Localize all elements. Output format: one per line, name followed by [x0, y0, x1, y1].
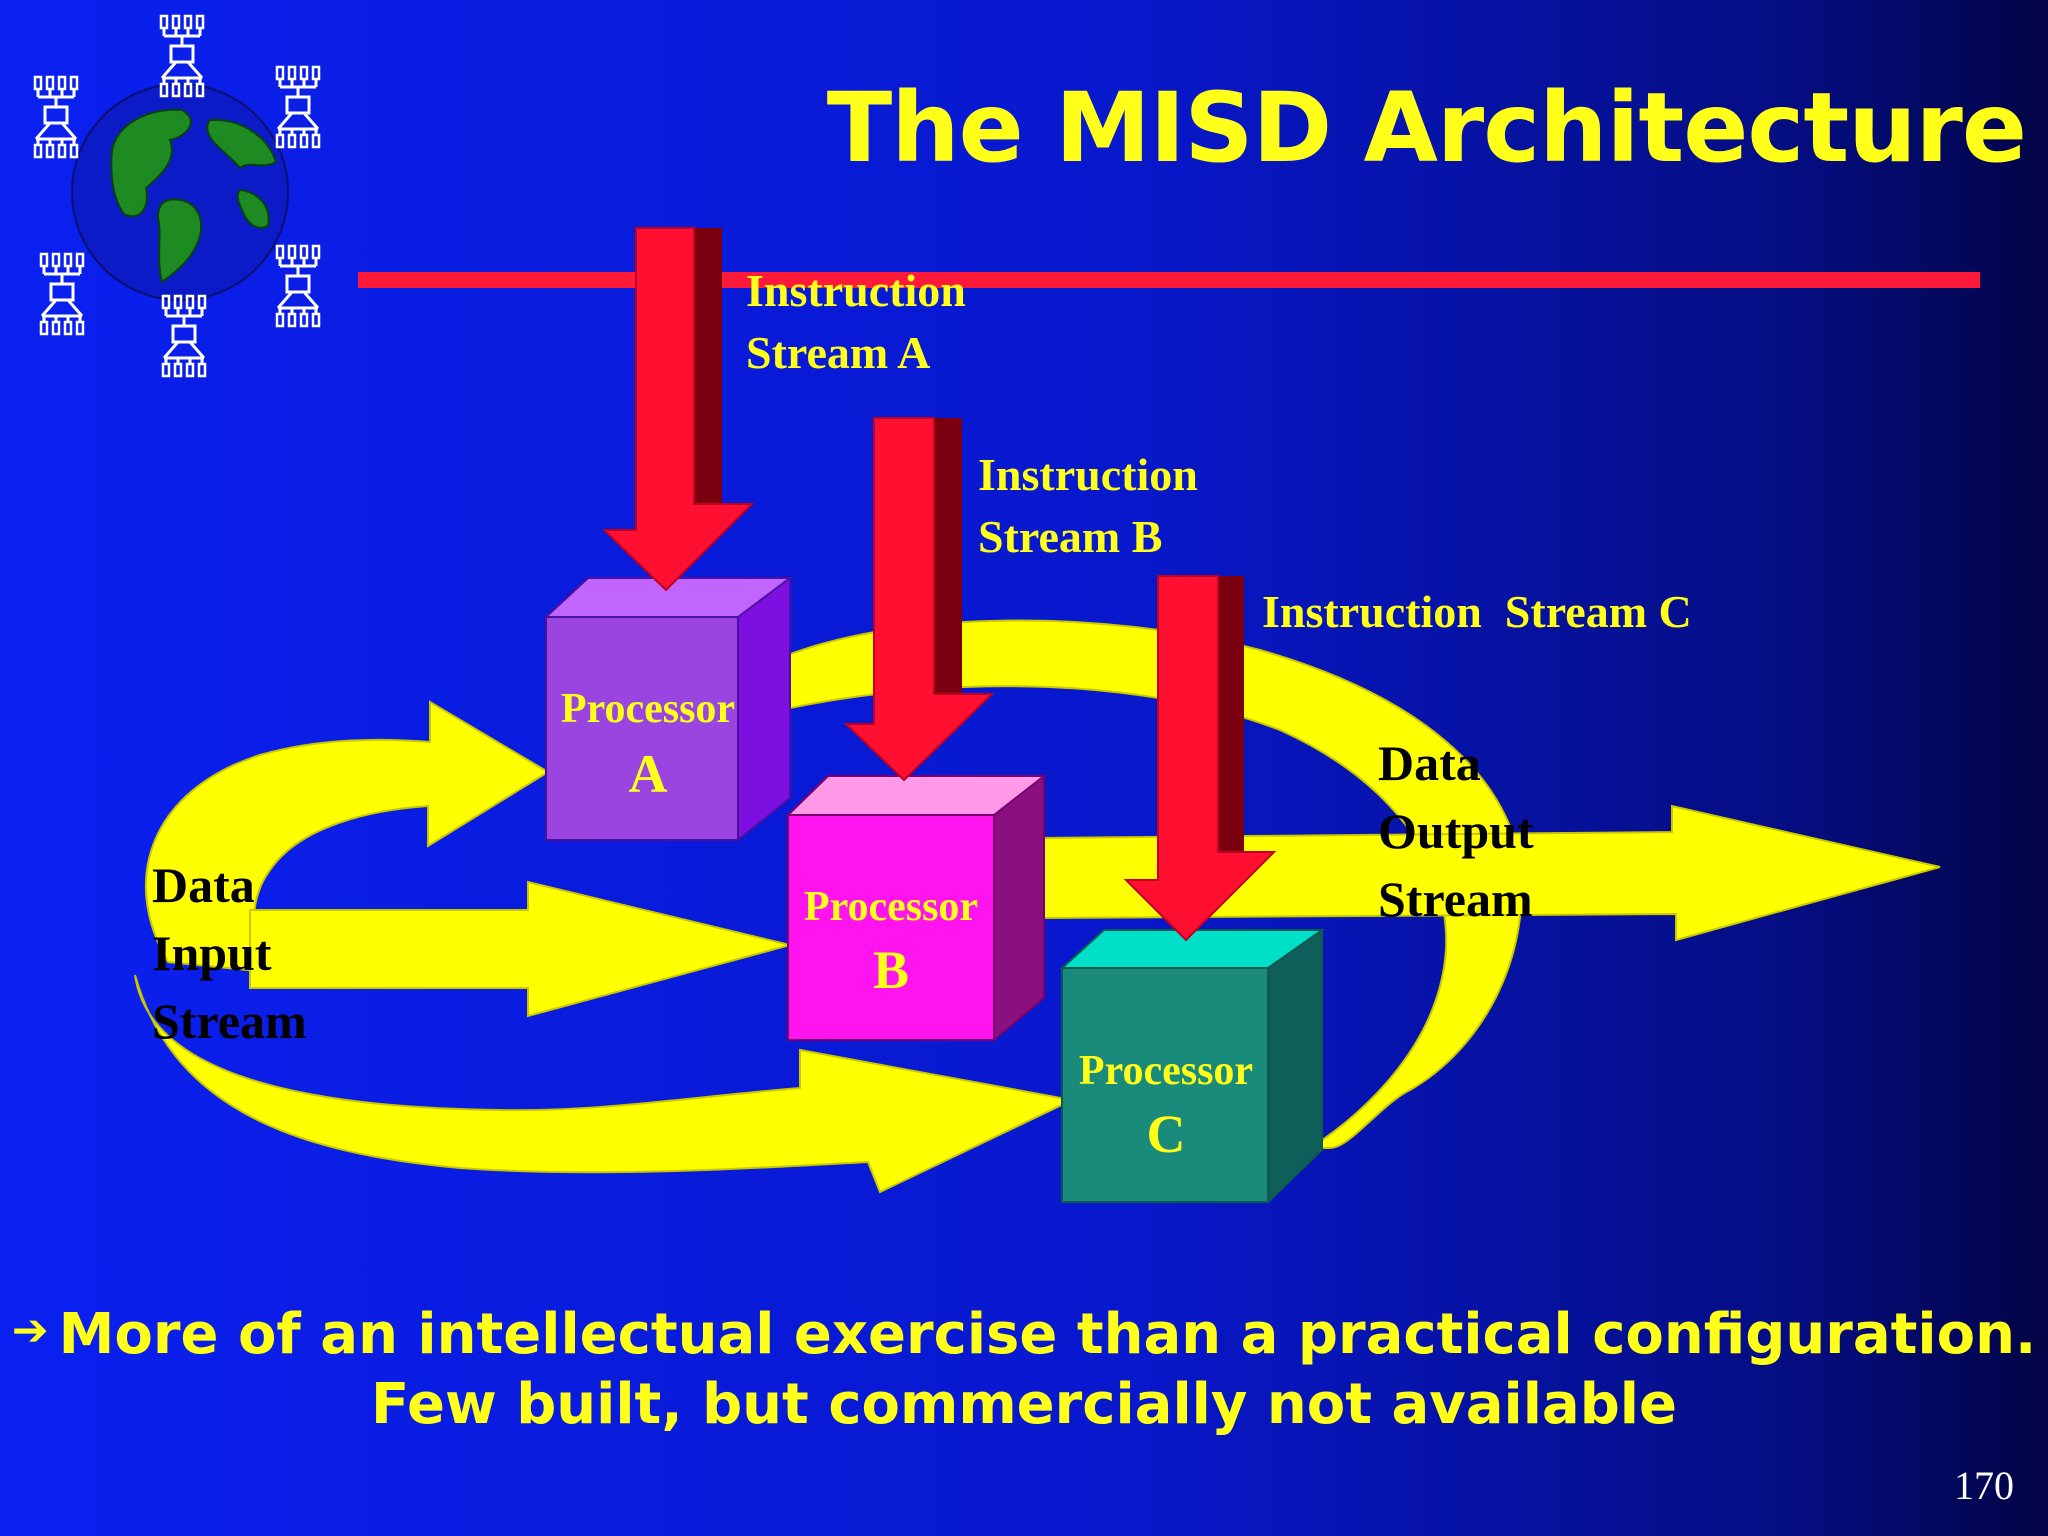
processor-b-label: Processor [804, 884, 978, 930]
bullet-text: ➔More of an intellectual exercise than a… [0, 1296, 2048, 1440]
processor-a-cube [543, 576, 793, 843]
data-input-stream-arrows [134, 700, 1076, 1194]
globe-icon [71, 83, 289, 301]
instruction-stream-b-label-line2: Stream B [978, 511, 1162, 562]
data-output-label-line2: Output [1378, 803, 1534, 859]
data-input-label-line3: Stream [152, 993, 307, 1049]
processor-b-cube [785, 773, 1047, 1043]
bullet-line-1: ➔More of an intellectual exercise than a… [0, 1296, 2048, 1370]
data-output-label-line3: Stream [1378, 871, 1533, 927]
instruction-stream-b-label-line1: Instruction [978, 449, 1198, 500]
instruction-stream-a-label-line1: Instruction [746, 265, 966, 316]
instruction-stream-c-label: Instruction Stream C [1262, 586, 1692, 637]
processor-c-label: Processor [1079, 1048, 1253, 1094]
bullet-line-1-text: More of an intellectual exercise than a … [58, 1302, 2037, 1367]
data-input-label-line2: Input [152, 925, 272, 981]
instruction-arrow-b [843, 417, 995, 782]
processor-a-letter: A [629, 744, 668, 804]
slide-title: The MISD Architecture [826, 72, 2027, 184]
title-divider [358, 272, 1980, 288]
instruction-stream-a-label-line2: Stream A [746, 327, 930, 378]
instruction-arrow-a [601, 227, 755, 592]
data-output-stream-arrows [778, 619, 1941, 1149]
processor-a-label: Processor [561, 686, 735, 732]
processor-c-letter: C [1147, 1104, 1186, 1164]
page-number: 170 [1954, 1463, 2014, 1508]
processor-b-letter: B [873, 940, 909, 1000]
processor-c-cube [1059, 928, 1325, 1205]
arrow-right-icon: ➔ [11, 1305, 49, 1356]
data-input-label-line1: Data [152, 857, 255, 913]
instruction-arrow-c [1123, 575, 1277, 942]
bullet-line-2: Few built, but commercially not availabl… [371, 1372, 1677, 1437]
data-output-label-line1: Data [1378, 735, 1481, 791]
